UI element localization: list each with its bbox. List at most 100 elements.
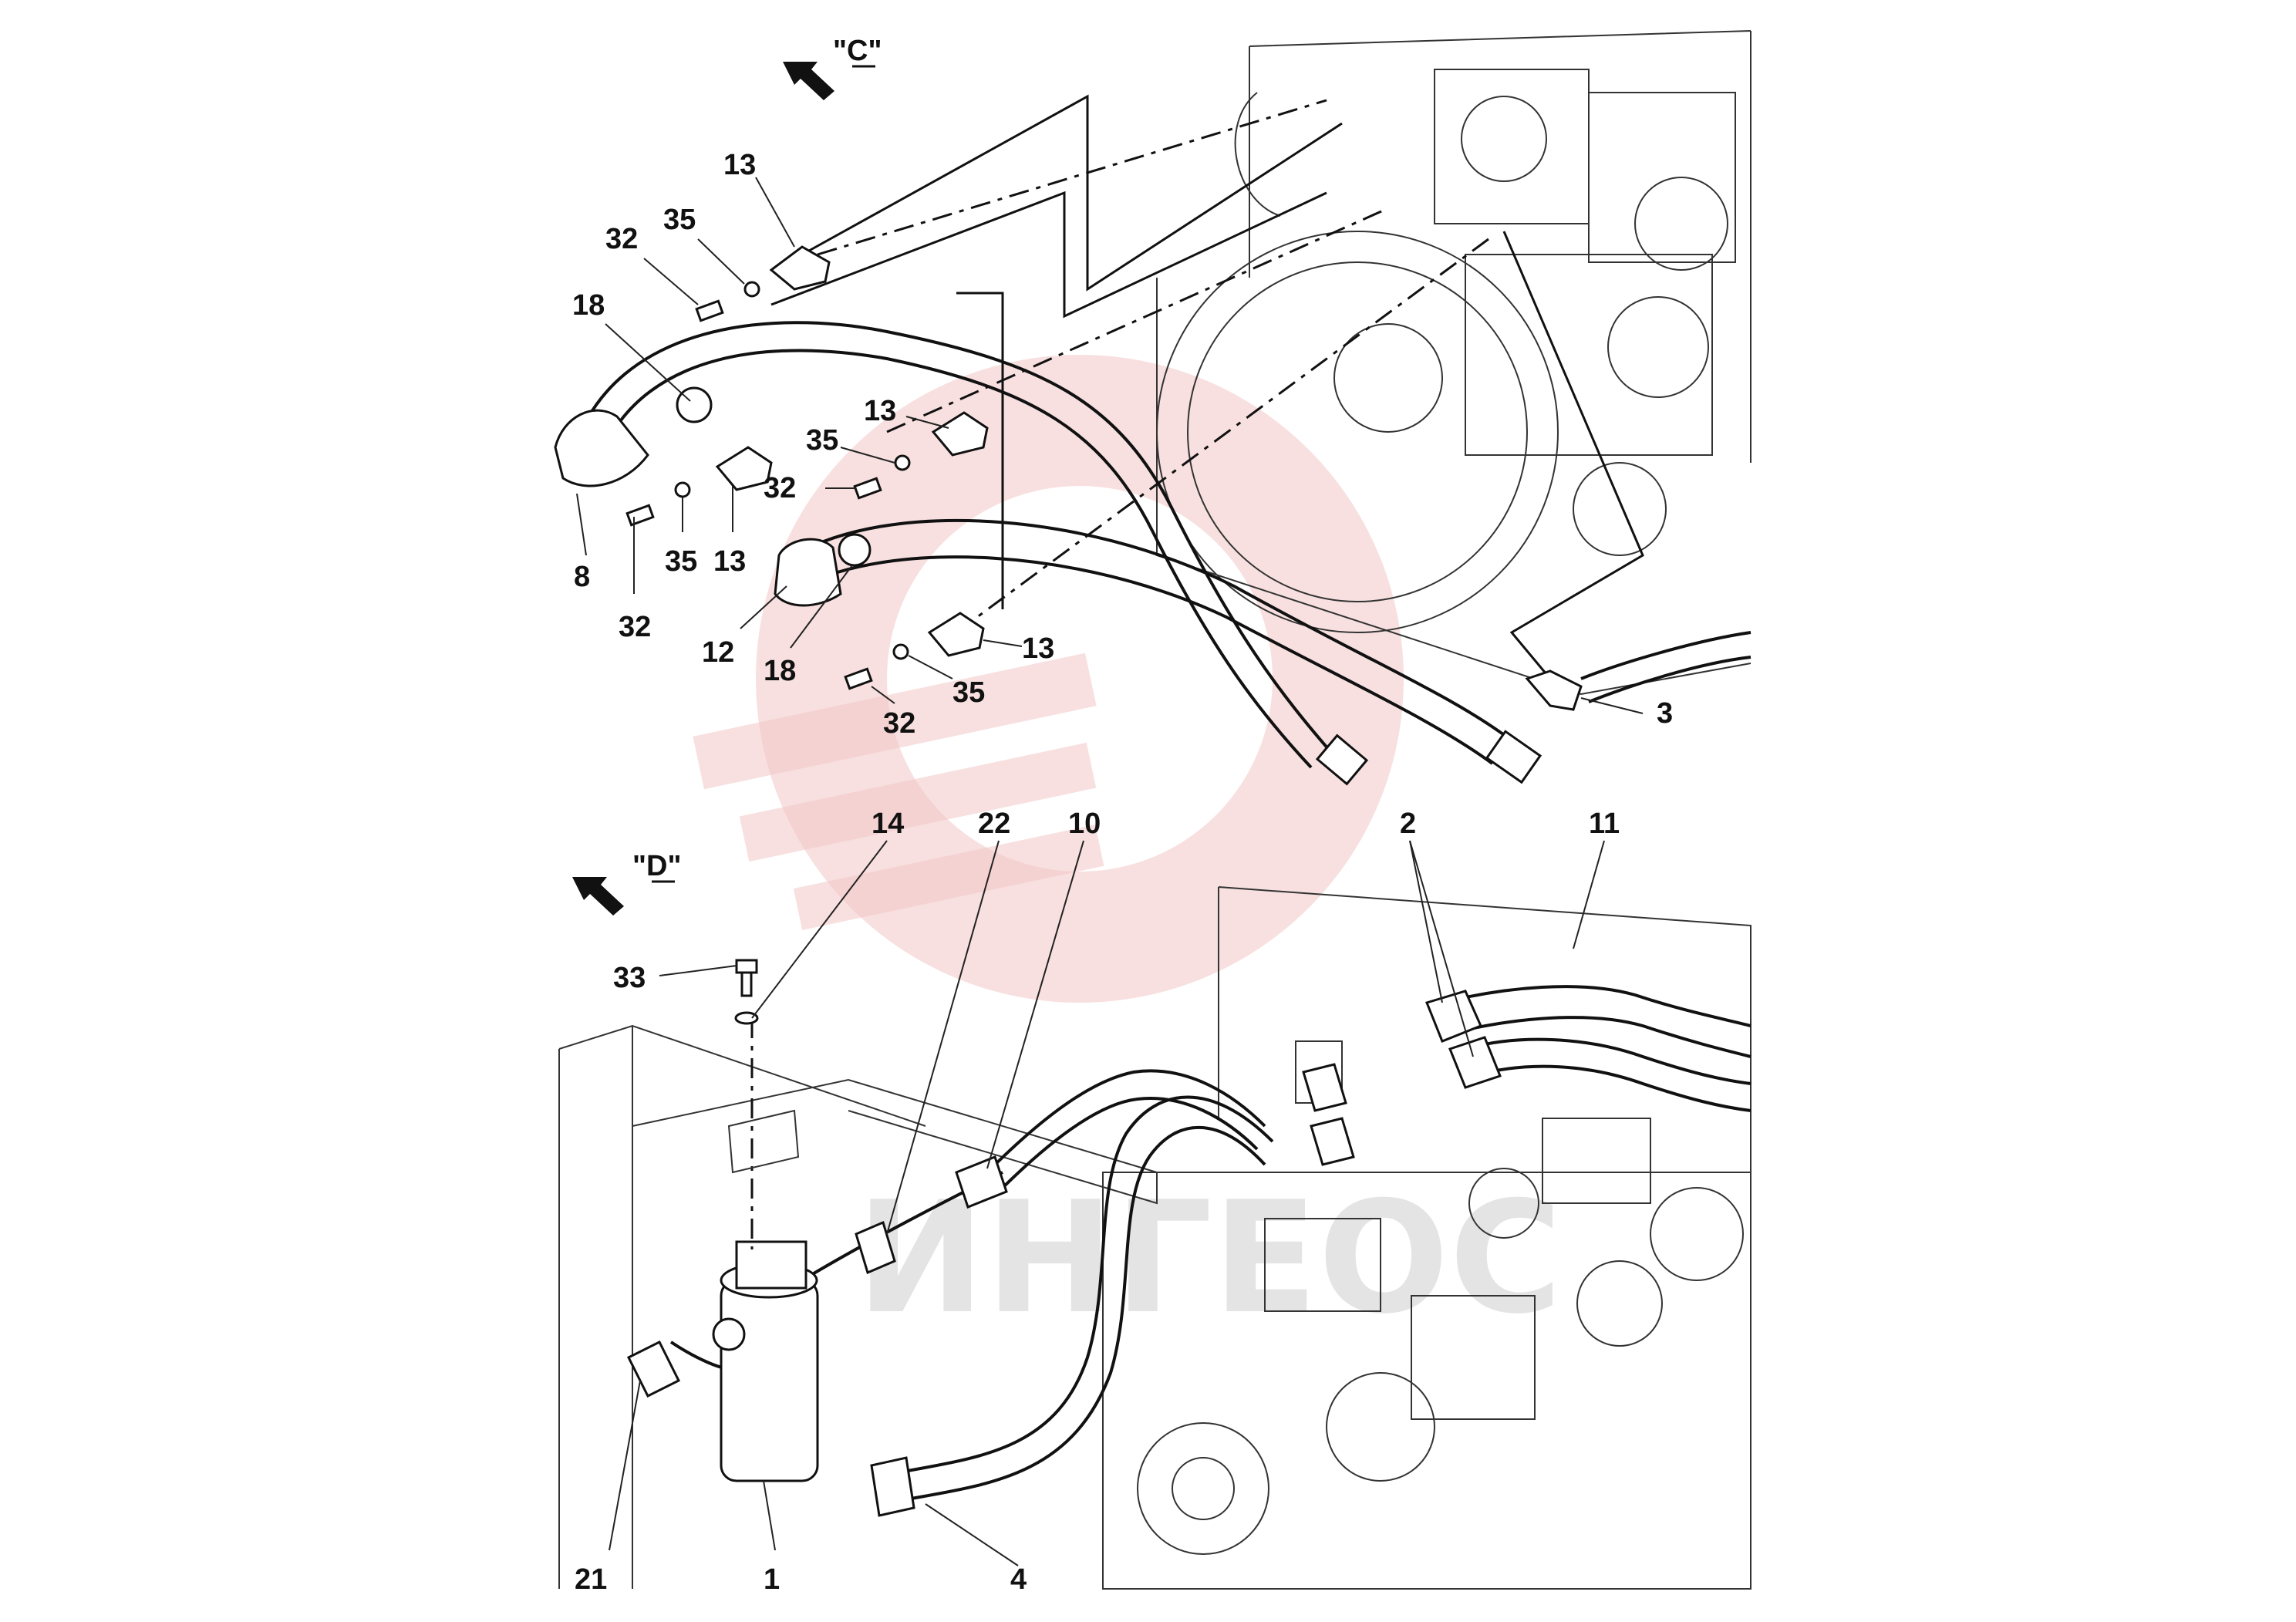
- callout-32-left: 32: [619, 611, 651, 643]
- hose-12-end-fitting: [1485, 730, 1542, 784]
- callout-18-top: 18: [572, 289, 605, 322]
- callout-22: 22: [978, 808, 1010, 840]
- lower-hoses: [626, 985, 1752, 1517]
- view-c-arrow-icon: [783, 62, 834, 100]
- leader-32-top: [643, 258, 699, 305]
- upper-pipe-loop: [1234, 92, 1281, 217]
- lower-pump-port-3: [1468, 1168, 1539, 1239]
- route-line-3: [956, 292, 1004, 609]
- upper-port-3: [1607, 296, 1709, 398]
- hose-12-inner: [801, 555, 1494, 765]
- upper-pump-block-2: [1588, 92, 1736, 263]
- upper-port-2: [1634, 177, 1728, 271]
- leader-2b: [1409, 840, 1474, 1057]
- view-c-marker: "C": [783, 35, 882, 100]
- washer-14: [734, 1011, 759, 1025]
- clamp-13-low: [927, 612, 985, 657]
- watermark-bar-1: [693, 653, 1097, 790]
- callout-18-mid: 18: [764, 655, 796, 687]
- leader-14: [751, 840, 888, 1019]
- filter-1-head: [735, 1240, 807, 1290]
- dash-line-1: [817, 99, 1327, 256]
- leader-35-mid: [840, 447, 895, 464]
- upper-frame-outline: [1249, 30, 1752, 463]
- filter-1-port: [712, 1317, 746, 1351]
- lower-pump-housing: [1102, 1172, 1752, 1590]
- lower-pump-port-2: [1326, 1372, 1435, 1482]
- watermark-text: ИНГЕОС: [856, 1168, 1563, 1348]
- clamp-13-mid: [931, 411, 989, 457]
- lower-pump-port-5: [1650, 1187, 1744, 1281]
- callout-10: 10: [1068, 808, 1101, 840]
- lower-machine-assembly: [558, 886, 1752, 1590]
- leader-33: [659, 965, 737, 976]
- callout-14: 14: [872, 808, 904, 840]
- fitting-8: [554, 409, 649, 487]
- leader-32-low: [871, 686, 895, 704]
- o-ring-18-mid: [838, 533, 872, 567]
- upper-machine-assembly: [1156, 30, 1752, 696]
- upper-valve-block: [1465, 254, 1713, 456]
- upper-port-5: [1573, 462, 1667, 556]
- leader-10: [986, 840, 1084, 1169]
- dash-line-2: [886, 207, 1389, 433]
- port-fitting-upper: [1302, 1063, 1347, 1112]
- hose-3-outer: [1580, 631, 1752, 680]
- view-c-label: "C": [833, 35, 882, 67]
- hose-12-outer: [793, 518, 1513, 742]
- callout-35-low: 35: [952, 676, 985, 709]
- callout-12: 12: [702, 636, 734, 669]
- upper-leaders: [576, 177, 1644, 714]
- washer-35-mid: [894, 454, 911, 471]
- callout-35-top: 35: [663, 204, 696, 236]
- leader-35-low: [908, 655, 953, 679]
- callout-8: 8: [574, 561, 590, 593]
- bolt-33-head: [735, 959, 758, 974]
- filter-1-body: [720, 1279, 819, 1482]
- hose-4-outer: [894, 1095, 1274, 1475]
- bolt-33-shank: [740, 971, 753, 997]
- lower-frame-left: [558, 1024, 926, 1589]
- leader-8: [576, 493, 587, 556]
- washer-35-left: [674, 481, 691, 498]
- hose-8-outer: [573, 321, 1336, 757]
- leader-21: [609, 1380, 641, 1551]
- leader-13-mid: [905, 416, 949, 429]
- upper-port-1: [1461, 96, 1547, 182]
- callout-11: 11: [1589, 808, 1620, 840]
- callout-13-left: 13: [713, 545, 746, 578]
- dash-line-3: [956, 238, 1489, 634]
- view-d-label: "D": [632, 850, 681, 882]
- lower-valve-block-3: [1542, 1118, 1651, 1204]
- leader-13-top: [755, 177, 795, 248]
- watermark-bar-2: [739, 742, 1097, 862]
- callout-32-top: 32: [605, 223, 638, 255]
- callout-13-mid: 13: [864, 395, 896, 427]
- callout-32-mid: 32: [764, 472, 796, 504]
- upper-callouts: 13 35 32 18 8 13 35 32 32 35 13 12 18 13…: [572, 149, 1673, 740]
- callout-32-low: 32: [883, 707, 915, 740]
- leader-35-top: [697, 238, 745, 285]
- leader-3: [1580, 697, 1644, 714]
- washer-35-top: [743, 281, 760, 298]
- watermark-bar-3: [793, 824, 1104, 930]
- upper-pump-block-1: [1434, 69, 1590, 224]
- upper-flange-ring: [1156, 231, 1559, 633]
- leader-1: [763, 1480, 776, 1551]
- route-line-1: [801, 94, 1343, 292]
- callout-3: 3: [1657, 697, 1673, 730]
- fitting-11: [1424, 990, 1483, 1043]
- upper-port-4: [1333, 323, 1443, 433]
- hose-2-outer: [1465, 1037, 1752, 1085]
- bolt-32-top: [695, 299, 724, 322]
- bolt-32-left: [625, 504, 655, 527]
- clamp-13-top: [769, 245, 831, 291]
- filter-assembly: [712, 959, 819, 1482]
- bolt-32-low: [844, 667, 873, 690]
- callout-13-top: 13: [723, 149, 756, 181]
- callout-35-left: 35: [665, 545, 697, 578]
- leader-11: [1573, 840, 1605, 949]
- fitting-10: [955, 1155, 1008, 1209]
- hose-3-inner: [1588, 656, 1752, 703]
